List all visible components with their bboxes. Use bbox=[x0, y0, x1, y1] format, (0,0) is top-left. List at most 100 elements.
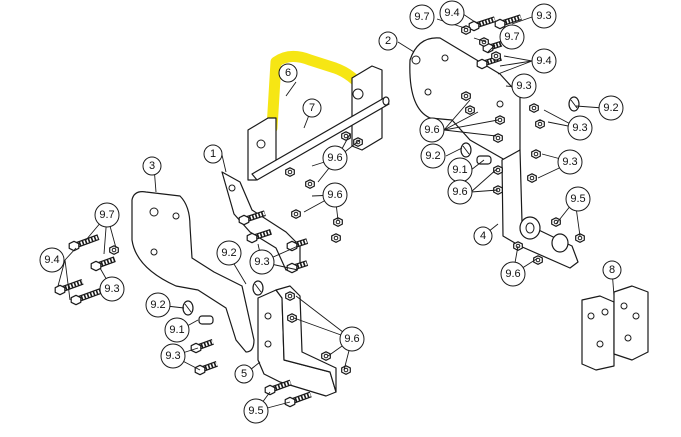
svg-text:9.1: 9.1 bbox=[169, 324, 184, 336]
bolt bbox=[246, 228, 272, 244]
svg-text:9.3: 9.3 bbox=[572, 122, 587, 134]
callout-9-7-b: 9.7 bbox=[499, 24, 525, 50]
bolt-group bbox=[54, 14, 522, 408]
hex-nut bbox=[291, 209, 301, 219]
hex-nut bbox=[333, 217, 343, 227]
hex-nut bbox=[305, 179, 315, 189]
svg-text:2: 2 bbox=[385, 35, 391, 47]
bolt bbox=[190, 339, 214, 354]
svg-text:9.4: 9.4 bbox=[444, 7, 459, 19]
svg-text:9.3: 9.3 bbox=[562, 156, 577, 168]
part-4-bracket bbox=[501, 149, 579, 269]
callout-9-2-l2: 9.2 bbox=[145, 292, 171, 318]
svg-text:9.2: 9.2 bbox=[425, 150, 440, 162]
bolt bbox=[68, 234, 100, 252]
spring-pin bbox=[252, 280, 264, 296]
callout-9-3-top: 9.3 bbox=[531, 3, 557, 29]
bolt bbox=[70, 288, 102, 306]
svg-text:1: 1 bbox=[210, 148, 216, 160]
svg-text:9.2: 9.2 bbox=[603, 102, 618, 114]
svg-text:4: 4 bbox=[480, 230, 486, 242]
hex-nut bbox=[109, 245, 119, 255]
hex-nut bbox=[285, 291, 295, 301]
svg-text:8: 8 bbox=[609, 264, 615, 276]
hex-nut bbox=[551, 217, 561, 227]
callout-9-3-r3: 9.3 bbox=[557, 149, 583, 175]
callout-9-3-l: 9.3 bbox=[99, 276, 125, 302]
svg-text:9.6: 9.6 bbox=[344, 333, 359, 345]
svg-text:9.2: 9.2 bbox=[150, 299, 165, 311]
svg-text:9.5: 9.5 bbox=[570, 193, 585, 205]
hex-nut bbox=[479, 37, 489, 47]
callout-7: 7 bbox=[302, 98, 322, 118]
callout-1: 1 bbox=[203, 144, 223, 164]
bolt bbox=[238, 210, 266, 226]
svg-text:9.6: 9.6 bbox=[424, 124, 439, 136]
svg-text:9.6: 9.6 bbox=[452, 186, 467, 198]
callout-9-6-r3: 9.6 bbox=[500, 261, 526, 287]
svg-text:9.3: 9.3 bbox=[536, 10, 551, 22]
spring-pin bbox=[460, 142, 472, 158]
part-8-plates bbox=[581, 285, 649, 371]
hex-nut bbox=[575, 233, 585, 243]
svg-text:9.3: 9.3 bbox=[165, 350, 180, 362]
callout-9-6-c2: 9.6 bbox=[322, 182, 348, 208]
svg-text:9.1: 9.1 bbox=[452, 164, 467, 176]
callout-9-6-r: 9.6 bbox=[419, 117, 445, 143]
callout-2: 2 bbox=[378, 31, 398, 51]
callout-9-7-top: 9.7 bbox=[409, 4, 435, 30]
part-3-plate bbox=[131, 191, 255, 353]
svg-text:9.6: 9.6 bbox=[327, 189, 342, 201]
part-5-plate bbox=[257, 285, 337, 397]
nut-group bbox=[109, 25, 585, 375]
svg-text:9.3: 9.3 bbox=[104, 283, 119, 295]
svg-text:7: 7 bbox=[309, 102, 315, 114]
bushing bbox=[198, 315, 214, 325]
callout-9-3-r2: 9.3 bbox=[567, 115, 593, 141]
spring-pin bbox=[182, 300, 194, 316]
callout-9-6-b: 9.6 bbox=[339, 326, 365, 352]
hex-nut bbox=[493, 165, 503, 175]
callout-9-1-r: 9.1 bbox=[447, 157, 473, 183]
part-7-shaft bbox=[251, 96, 390, 181]
svg-text:9.5: 9.5 bbox=[248, 405, 263, 417]
callout-9-1-l: 9.1 bbox=[164, 317, 190, 343]
bolt bbox=[284, 391, 312, 408]
hex-nut bbox=[465, 105, 475, 115]
bolt bbox=[90, 256, 116, 272]
hex-nut bbox=[495, 115, 505, 125]
svg-text:5: 5 bbox=[241, 368, 247, 380]
bolt bbox=[54, 278, 84, 296]
callout-9-5-b: 9.5 bbox=[243, 398, 269, 424]
callout-9-4-top: 9.4 bbox=[439, 0, 465, 26]
callout-9-2-m: 9.2 bbox=[420, 143, 446, 169]
bolt bbox=[286, 238, 309, 252]
callout-4: 4 bbox=[473, 226, 493, 246]
callout-8: 8 bbox=[602, 260, 622, 280]
svg-text:9.4: 9.4 bbox=[536, 55, 551, 67]
callout-6: 6 bbox=[278, 63, 298, 83]
hex-nut bbox=[493, 133, 503, 143]
callout-9-5-r: 9.5 bbox=[565, 186, 591, 212]
callout-9-7-l: 9.7 bbox=[94, 202, 120, 228]
callout-3: 3 bbox=[142, 156, 162, 176]
hex-nut bbox=[341, 365, 351, 375]
hex-nut bbox=[527, 173, 537, 183]
svg-text:9.2: 9.2 bbox=[221, 247, 236, 259]
hex-nut bbox=[461, 91, 471, 101]
svg-text:9.3: 9.3 bbox=[254, 256, 269, 268]
hex-nut bbox=[287, 313, 297, 323]
callout-9-2-r: 9.2 bbox=[598, 95, 624, 121]
callouts: 9.7 9.4 9.3 9.7 9.4 2 6 9.3 7 9.2 9.6 9.… bbox=[39, 0, 624, 424]
hex-nut bbox=[331, 233, 341, 243]
spring-pin bbox=[568, 96, 580, 112]
hex-nut bbox=[535, 119, 545, 129]
callout-5: 5 bbox=[234, 364, 254, 384]
svg-text:6: 6 bbox=[285, 67, 291, 79]
hex-nut bbox=[321, 351, 331, 361]
svg-text:9.7: 9.7 bbox=[414, 11, 429, 23]
bolt bbox=[286, 260, 309, 274]
callout-9-4-l: 9.4 bbox=[39, 247, 65, 273]
callout-9-3-l2: 9.3 bbox=[160, 343, 186, 369]
